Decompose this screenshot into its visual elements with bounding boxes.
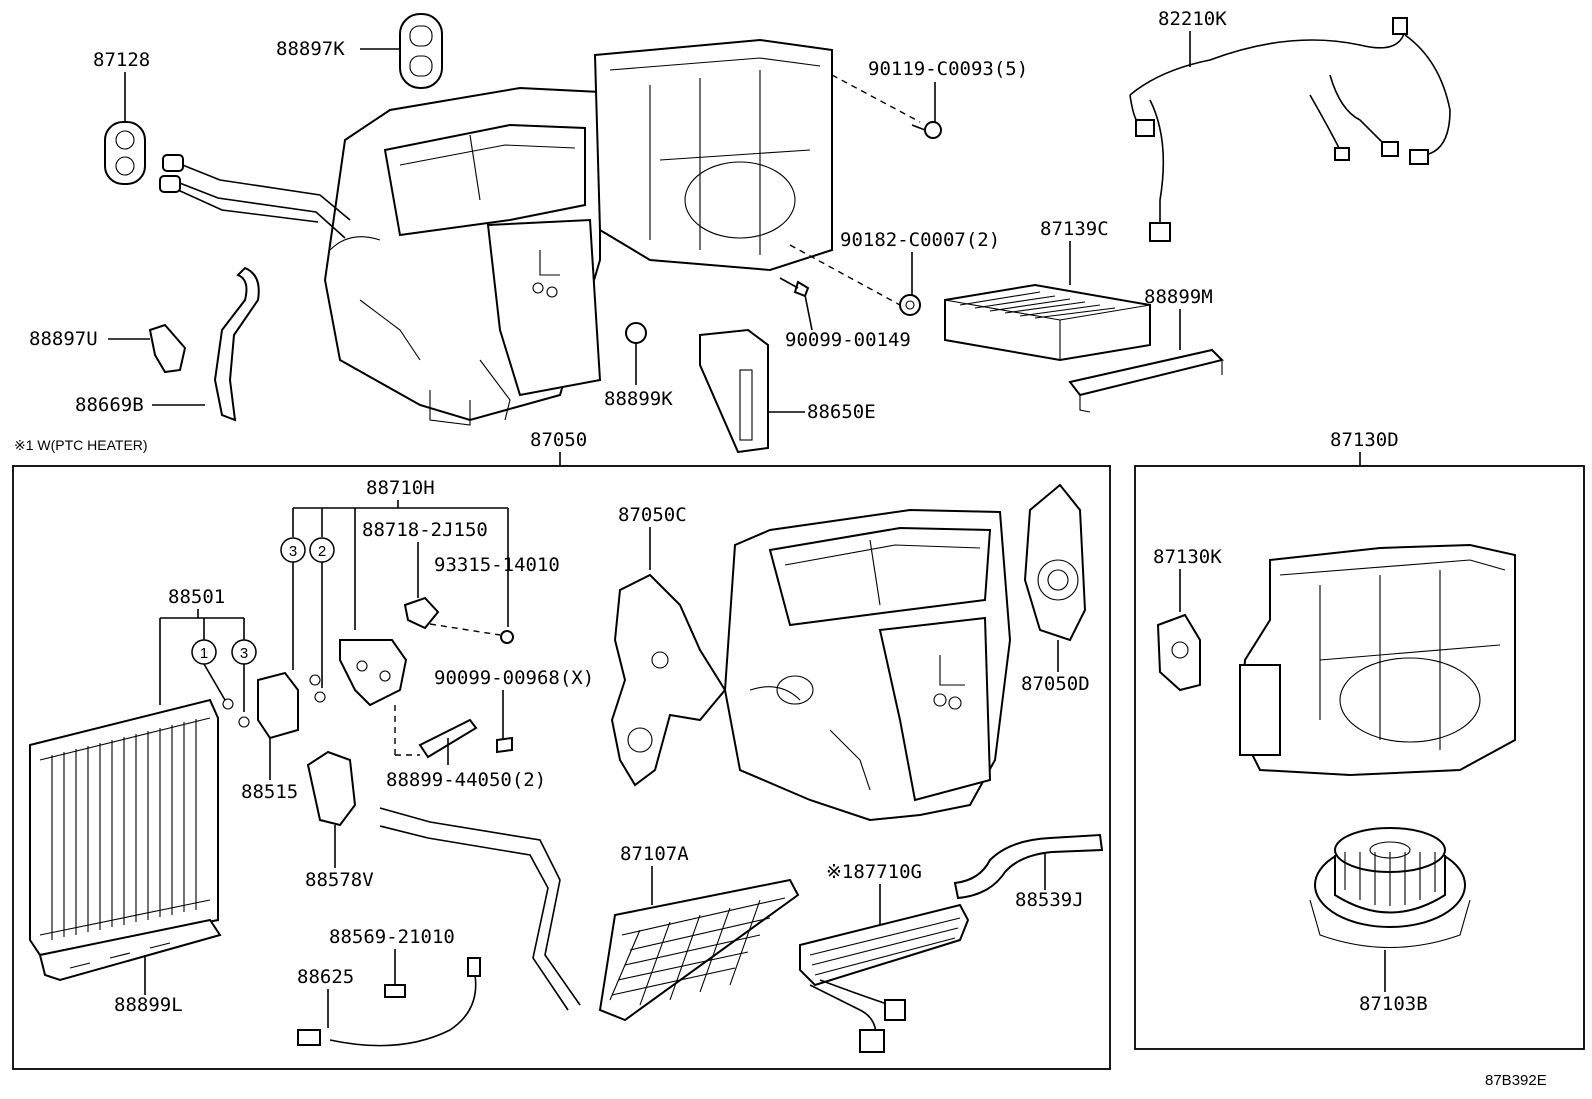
grommet-88897K: 88897K — [276, 13, 443, 89]
group-box-87130D: 87130D — [1134, 429, 1585, 1050]
label-87103B: 87103B — [1359, 993, 1428, 1015]
label-88569: 88569-21010 — [329, 926, 455, 948]
heater-pipes-top — [159, 154, 351, 239]
label-87139C: 87139C — [1040, 218, 1109, 240]
hose-88669B: 88897U 88669B — [29, 266, 260, 422]
label-88899-44050: 88899-44050(2) — [386, 769, 546, 791]
evaporator-88501: 88501 1 3 — [29, 586, 257, 957]
actuator-87130K: 87130K — [1153, 546, 1222, 692]
label-82210K: 82210K — [1158, 8, 1227, 30]
label-88899K: 88899K — [604, 388, 673, 410]
group-label-87050: 87050 — [530, 429, 587, 451]
label-88669B: 88669B — [75, 394, 144, 416]
grommet-87128: 87128 — [93, 49, 150, 185]
valve-88515: 88515 — [241, 671, 299, 803]
label-88899M: 88899M — [1144, 286, 1213, 308]
plate-87050D: 87050D — [1021, 483, 1090, 695]
heater-core-87107A: 87107A — [379, 807, 800, 1022]
label-87128: 87128 — [93, 49, 150, 71]
label-88718: 88718-2J150 — [362, 519, 488, 541]
label-88899L: 88899L — [114, 994, 183, 1016]
label-88897U: 88897U — [29, 328, 98, 350]
label-88539J: 88539J — [1015, 889, 1084, 911]
label-88515: 88515 — [241, 781, 298, 803]
hvac-unit-top — [323, 38, 833, 426]
label-87710G: ※187710G — [826, 861, 922, 883]
bar-88899M: 88899M — [1068, 286, 1224, 413]
label-88897K: 88897K — [276, 38, 345, 60]
label-90099-00149: 90099-00149 — [785, 329, 911, 351]
label-87107A: 87107A — [620, 843, 689, 865]
insulator-88578V: 88578V — [305, 750, 374, 891]
panel-87050C: 87050C — [610, 504, 727, 787]
label-87050D: 87050D — [1021, 673, 1090, 695]
group-box-87050: 87050 — [12, 429, 1111, 1070]
plug-88899K: 88899K — [604, 322, 673, 410]
ptc-heater-87710G: ※187710G — [799, 861, 970, 1053]
label-87050C: 87050C — [618, 504, 687, 526]
label-88625: 88625 — [297, 966, 354, 988]
harness-82210K: 82210K — [1129, 8, 1451, 242]
filter-87139C: 87139C — [944, 218, 1151, 362]
hose-88539J: 88539J — [953, 833, 1104, 911]
tree-88710H: 88710H 3 2 88718-2J150 93315-14010 90099… — [280, 477, 594, 791]
label-88578V: 88578V — [305, 869, 374, 891]
bolt-90119: 90119-C0093(5) — [831, 58, 1028, 139]
group-label-87130D: 87130D — [1330, 429, 1399, 451]
ptc-heater-note: ※1 W(PTC HEATER) — [14, 437, 148, 453]
label-88710H: 88710H — [366, 477, 435, 499]
blower-housing-87130D — [1238, 543, 1516, 777]
seal-88899L: 88899L — [38, 918, 222, 1016]
label-88501: 88501 — [168, 586, 225, 608]
ecu-88650E: 88650E — [699, 328, 876, 454]
hvac-unit-lower — [723, 508, 1012, 822]
blower-motor-87103B: 87103B — [1309, 827, 1471, 1015]
callout-1: 1 — [200, 645, 208, 662]
label-90099-00968: 90099-00968(X) — [434, 667, 594, 689]
callout-2: 2 — [318, 543, 326, 560]
label-87130K: 87130K — [1153, 546, 1222, 568]
label-90182: 90182-C0007(2) — [840, 229, 1000, 251]
label-90119: 90119-C0093(5) — [868, 58, 1028, 80]
label-93315: 93315-14010 — [434, 554, 560, 576]
callout-3a: 3 — [289, 543, 297, 560]
drawing-code: 87B392E — [1485, 1072, 1547, 1089]
clip-90182: 90182-C0007(2) 90099-00149 — [779, 229, 1000, 351]
callout-3b: 3 — [240, 645, 248, 662]
sensor-88569: 88569-21010 88625 — [297, 926, 481, 1047]
label-88650E: 88650E — [807, 401, 876, 423]
